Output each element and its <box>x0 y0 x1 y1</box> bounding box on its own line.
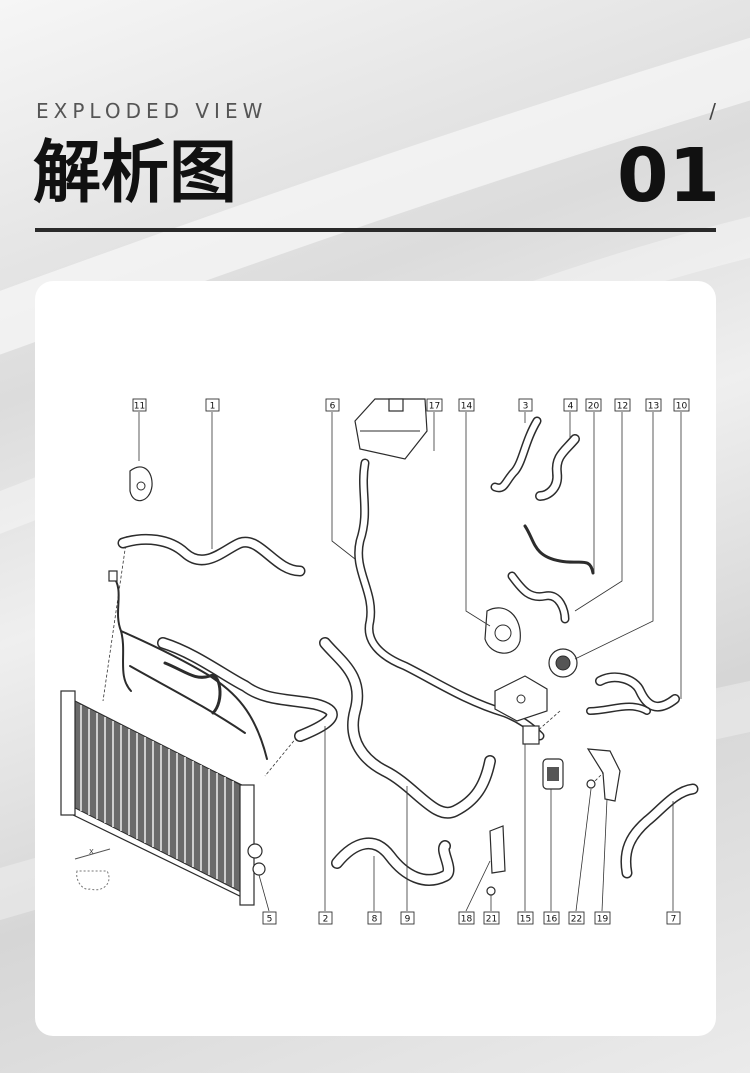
header-divider <box>35 228 716 232</box>
svg-text:6: 6 <box>330 402 336 412</box>
hose-12 <box>507 571 570 624</box>
callout-6: 6 <box>325 398 340 412</box>
part-21 <box>486 886 496 896</box>
part-22 <box>586 779 596 789</box>
svg-text:2: 2 <box>323 915 329 925</box>
callout-4: 4 <box>563 398 578 412</box>
callout-7: 7 <box>666 911 681 925</box>
page-number: 01 <box>617 133 720 219</box>
callout-5: 5 <box>262 911 277 925</box>
callout-13: 13 <box>645 398 662 412</box>
bracket-19 <box>586 748 621 802</box>
hose-1 <box>117 533 306 577</box>
page-title: 解析图 <box>33 134 238 213</box>
svg-text:12: 12 <box>617 402 628 412</box>
hose-7 <box>620 783 699 879</box>
svg-text:21: 21 <box>486 915 497 925</box>
svg-text:13: 13 <box>648 402 659 412</box>
header-subtitle: EXPLODED VIEW <box>36 99 268 123</box>
svg-text:15: 15 <box>520 915 531 925</box>
svg-text:17: 17 <box>429 402 440 412</box>
callout-3: 3 <box>518 398 533 412</box>
callout-10: 10 <box>673 398 690 412</box>
diagram-card: X 11 1 6 17 14 3 4 20 12 13 10 5 2 8 9 <box>35 281 716 1036</box>
callout-19: 19 <box>594 911 611 925</box>
callout-11: 11 <box>132 398 147 412</box>
hose-10 <box>586 672 680 715</box>
svg-text:19: 19 <box>597 915 609 925</box>
callout-14: 14 <box>458 398 475 412</box>
radiator <box>60 690 263 906</box>
exploded-view-diagram: X 11 1 6 17 14 3 4 20 12 13 10 5 2 8 9 <box>60 398 699 925</box>
callout-21: 21 <box>483 911 500 925</box>
callout-17: 17 <box>426 398 443 412</box>
hose-8 <box>331 837 455 886</box>
axis-label: X <box>89 848 94 856</box>
svg-text:18: 18 <box>461 915 473 925</box>
valve-15 <box>522 725 540 745</box>
pump-16 <box>542 758 564 790</box>
svg-text:22: 22 <box>571 915 582 925</box>
svg-text:4: 4 <box>568 402 574 412</box>
svg-text:1: 1 <box>210 402 216 412</box>
leader-lines <box>138 412 682 912</box>
header-slash: / <box>709 99 716 123</box>
callout-9: 9 <box>400 911 415 925</box>
callout-2: 2 <box>318 911 333 925</box>
svg-text:5: 5 <box>267 915 273 925</box>
callout-12: 12 <box>614 398 631 412</box>
hose-3 <box>490 416 542 493</box>
callout-22: 22 <box>568 911 585 925</box>
svg-text:10: 10 <box>676 402 688 412</box>
svg-text:8: 8 <box>372 915 378 925</box>
callout-16: 16 <box>543 911 560 925</box>
bracket-14 <box>484 607 521 654</box>
svg-text:3: 3 <box>523 402 529 412</box>
coupling-5 <box>252 862 266 876</box>
pipe-20 <box>523 524 595 575</box>
bracket-18 <box>489 825 506 874</box>
callout-8: 8 <box>367 911 382 925</box>
svg-text:20: 20 <box>588 402 600 412</box>
hose-9 <box>319 637 496 819</box>
svg-text:11: 11 <box>134 402 145 412</box>
sensor-11 <box>129 466 153 502</box>
svg-text:9: 9 <box>405 915 411 925</box>
expansion-tank <box>354 398 428 460</box>
callout-18: 18 <box>458 911 475 925</box>
hose-2 <box>157 637 338 742</box>
bracket-17 <box>494 675 548 722</box>
callout-1: 1 <box>205 398 220 412</box>
callout-15: 15 <box>517 911 534 925</box>
svg-text:7: 7 <box>671 915 677 925</box>
callout-20: 20 <box>585 398 602 412</box>
hose-4 <box>535 434 580 501</box>
svg-text:14: 14 <box>461 402 473 412</box>
pump-13 <box>548 648 578 678</box>
orientation-indicator: X <box>74 848 111 891</box>
svg-text:16: 16 <box>546 915 558 925</box>
